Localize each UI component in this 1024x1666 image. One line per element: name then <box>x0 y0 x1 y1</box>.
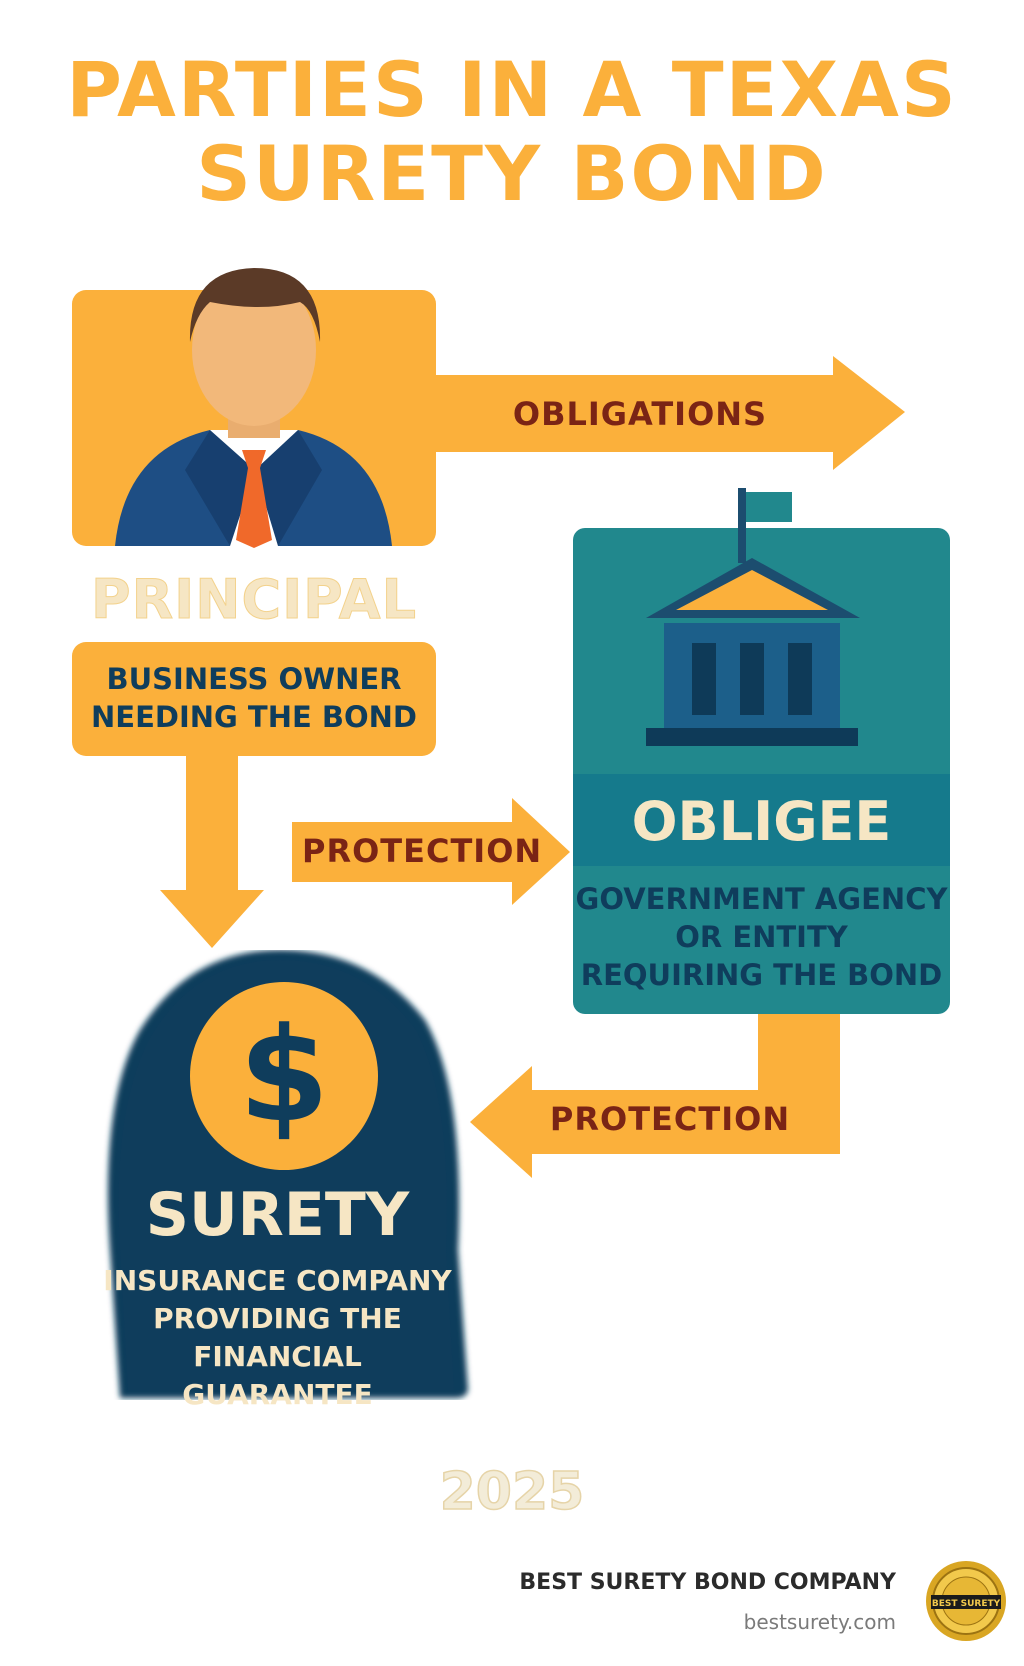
title-line-2: SURETY BOND <box>196 129 828 218</box>
principal-name: PRINCIPAL <box>91 568 417 632</box>
best-surety-seal-icon: BEST SURETY <box>926 1561 1006 1641</box>
obligee-desc-line-2: OR ENTITY <box>675 920 848 954</box>
footer-company: BEST SURETY BOND COMPANY <box>519 1570 896 1595</box>
year-label: 2025 <box>439 1461 585 1523</box>
obligee-desc-line-3: REQUIRING THE BOND <box>580 958 943 992</box>
principal-to-surety-arrow <box>160 750 264 948</box>
principal-desc-line-1: BUSINESS OWNER <box>106 662 402 696</box>
obligations-label: OBLIGATIONS <box>512 395 768 433</box>
svg-text:BEST SURETY: BEST SURETY <box>932 1599 1001 1609</box>
protection-mid-arrow <box>292 798 570 905</box>
principal-desc-line-2: NEEDING THE BOND <box>91 700 417 734</box>
surety-desc-line-1: INSURANCE COMPANY <box>103 1264 452 1297</box>
obligations-arrow <box>420 356 905 470</box>
svg-text:$: $ <box>239 999 329 1151</box>
surety-desc-line-3: FINANCIAL GUARANTEE <box>182 1340 373 1411</box>
businessman-icon <box>115 268 392 548</box>
obligee-to-surety-arrow <box>470 1010 840 1178</box>
surety-desc-line-2: PROVIDING THE <box>153 1302 402 1335</box>
dollar-coin-icon: $ <box>190 982 378 1170</box>
obligee-name: OBLIGEE <box>631 790 892 853</box>
title-line-1: PARTIES IN A TEXAS <box>66 45 958 134</box>
obligee-desc-line-1: GOVERNMENT AGENCY <box>575 882 948 916</box>
surety-name: SURETY <box>145 1180 410 1250</box>
government-building-icon <box>646 488 860 746</box>
obligee-name-band <box>573 774 950 866</box>
protection-mid-label: PROTECTION <box>302 832 543 870</box>
footer-url[interactable]: bestsurety.com <box>743 1610 896 1634</box>
principal-desc-box <box>72 642 436 756</box>
protection-low-label: PROTECTION <box>549 1100 791 1138</box>
